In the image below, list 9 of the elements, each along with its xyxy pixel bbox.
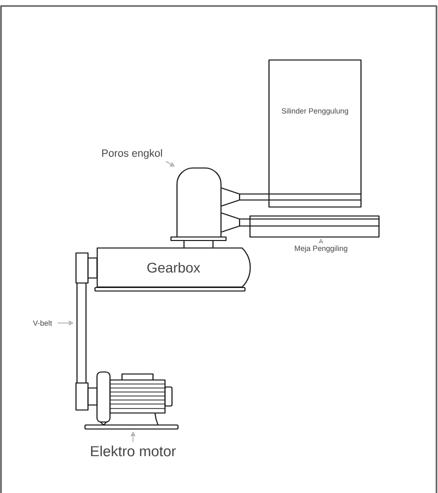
part-label: Poros engkol bbox=[102, 149, 162, 159]
crank-housing bbox=[176, 167, 222, 237]
grinding-table bbox=[249, 215, 380, 238]
connecting-rod bbox=[221, 187, 362, 207]
belt bbox=[76, 282, 87, 384]
electric-motor bbox=[84, 371, 179, 430]
part-label: Elektro motor bbox=[91, 446, 176, 456]
gearbox: Gearbox bbox=[96, 247, 251, 288]
connecting-rod bbox=[221, 212, 380, 233]
